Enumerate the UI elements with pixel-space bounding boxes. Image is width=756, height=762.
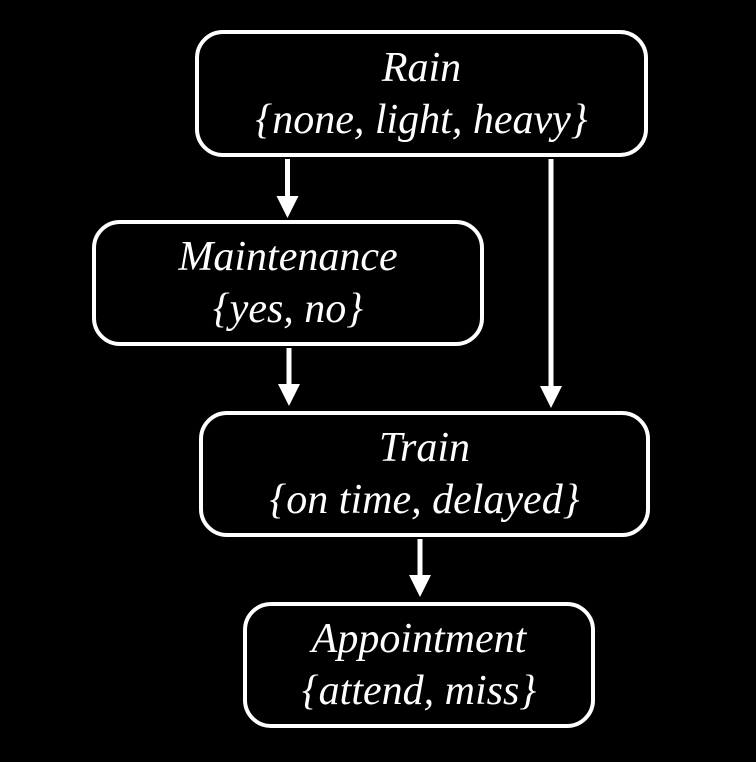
- node-appointment: Appointment {attend, miss}: [243, 602, 595, 728]
- node-appointment-name: Appointment: [311, 616, 527, 662]
- edge-maintenance-to-train-arrowhead-icon: [278, 384, 300, 406]
- node-maintenance-name: Maintenance: [178, 234, 398, 280]
- edge-rain-to-train-arrowhead-icon: [540, 386, 562, 408]
- edge-rain-to-train: [540, 159, 562, 408]
- node-train-name: Train: [378, 425, 471, 471]
- node-maintenance: Maintenance {yes, no}: [92, 220, 484, 346]
- node-rain-name: Rain: [381, 44, 462, 91]
- node-maintenance-values: {yes, no}: [212, 286, 364, 332]
- edge-maintenance-to-train: [278, 348, 300, 406]
- node-rain: Rain {none, light, heavy}: [195, 30, 648, 157]
- edge-rain-to-maintenance: [276, 159, 299, 218]
- node-rain-values: {none, light, heavy}: [255, 96, 588, 143]
- node-train-values: {on time, delayed}: [269, 477, 580, 523]
- edge-rain-to-maintenance-arrowhead-icon: [276, 196, 299, 218]
- node-appointment-values: {attend, miss}: [301, 668, 537, 714]
- edge-train-to-appointment: [409, 539, 431, 597]
- node-train: Train {on time, delayed}: [199, 411, 650, 537]
- edge-train-to-appointment-arrowhead-icon: [409, 575, 431, 597]
